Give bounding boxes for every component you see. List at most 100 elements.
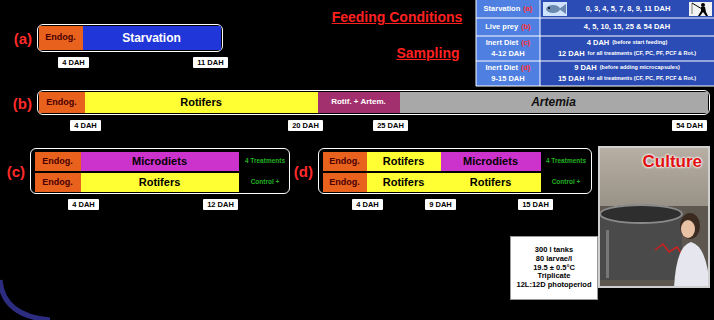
phase-bar: Rotif. + Artem. bbox=[318, 92, 400, 113]
sampling-tag: 4 DAH bbox=[68, 199, 99, 210]
node-text: 12 DAH bbox=[207, 201, 234, 209]
node-text: Artemia bbox=[531, 96, 576, 108]
photo-title: Culture bbox=[643, 152, 703, 172]
table-note: for all treatments (CF, PC, PF, PCF & Ro… bbox=[588, 51, 696, 57]
label-line: 4-12 DAH bbox=[476, 48, 540, 60]
node-text: 20 DAH bbox=[292, 122, 319, 130]
timeline-frame: (d)Endog.RotifersMicrodietsEndog.Rotifer… bbox=[318, 148, 592, 194]
table-cell: Inert Diet bbox=[486, 39, 519, 47]
table-cell: 9 DAH bbox=[574, 64, 597, 72]
node-text: 11 DAH bbox=[197, 59, 223, 67]
table-rule bbox=[476, 86, 714, 87]
label-line: Feeding Conditions bbox=[318, 7, 476, 27]
table-note: for all treatments (CF, PC, PF, PCF & Ro… bbox=[588, 76, 696, 82]
node-text: Rotif. + Artem. bbox=[331, 98, 386, 106]
node-text: 80 larvae/l bbox=[536, 255, 572, 264]
phase-bar: Endog. bbox=[323, 173, 367, 192]
label-line: 4 Treatments bbox=[541, 152, 591, 171]
node-text: 4 DAH bbox=[72, 201, 95, 209]
node-text: Endog. bbox=[45, 33, 76, 42]
table-cell: 12 DAH bbox=[558, 50, 585, 58]
person-face bbox=[681, 220, 695, 238]
table-cell: Live prey bbox=[485, 23, 518, 31]
table-cell: 4 DAH bbox=[587, 39, 610, 47]
sampling-tag: 4 DAH bbox=[58, 57, 89, 68]
table-cell: 9-15 DAH bbox=[491, 75, 524, 83]
treatment-note: 4 Treatments bbox=[546, 158, 586, 165]
icon-ground bbox=[543, 2, 567, 16]
section-heading: Sampling bbox=[396, 46, 459, 60]
sampling-tag: 15 DAH bbox=[518, 199, 553, 210]
node-text: Endog. bbox=[46, 98, 77, 107]
phase-bar: Endog. bbox=[323, 152, 367, 171]
table-cell: 0, 3, 4, 5, 7, 8, 9, 11 DAH bbox=[586, 5, 671, 13]
node-text: Endog. bbox=[42, 157, 73, 166]
node-text: Microdiets bbox=[463, 156, 518, 167]
treatment-note: Control + bbox=[251, 179, 280, 186]
label-line: 4 Treatments bbox=[241, 152, 289, 171]
phase-bar: Rotifers bbox=[441, 173, 541, 192]
section-heading: Feeding Conditions bbox=[332, 10, 463, 24]
culture-photo: Culture bbox=[598, 146, 710, 288]
node-text: Endog. bbox=[329, 178, 360, 187]
timeline-frame: (b)Endog.RotifersRotif. + Artem.Artemia bbox=[37, 90, 710, 115]
phase-bar: Endog. bbox=[35, 152, 81, 171]
phase-bar: Endog. bbox=[39, 26, 83, 50]
table-cell: (c) bbox=[521, 39, 530, 47]
node-text: 54 DAH bbox=[676, 122, 703, 130]
label-line: Sampling bbox=[380, 43, 476, 63]
node-text: 9 DAH bbox=[429, 201, 452, 209]
table-cell: Starvation bbox=[484, 5, 521, 13]
sampling-tag: 9 DAH bbox=[425, 199, 456, 210]
node-text: Rotifers bbox=[470, 177, 512, 188]
label-line: Control + bbox=[241, 173, 289, 192]
table-note: (before start feeding) bbox=[612, 40, 667, 46]
node-text: 4 DAH bbox=[356, 201, 379, 209]
phase-bar: Rotifers bbox=[367, 173, 441, 192]
table-cell: (a) bbox=[523, 5, 532, 13]
fisher-head bbox=[701, 3, 705, 7]
phase-bar: Microdiets bbox=[81, 152, 239, 171]
sampling-tag: 4 DAH bbox=[352, 199, 383, 210]
sampling-tag: 25 DAH bbox=[373, 120, 408, 131]
sampling-tag: 12 DAH bbox=[203, 199, 238, 210]
label-line: Live prey(b) bbox=[476, 18, 540, 36]
sampling-tag: 20 DAH bbox=[288, 120, 323, 131]
table-cell: Inert Diet bbox=[485, 64, 518, 72]
culture-info-box: 300 l tanks80 larvae/l19.5 ± 0.5°CTripli… bbox=[510, 236, 598, 300]
table-rule bbox=[476, 0, 477, 86]
phase-bar: Artemia bbox=[400, 92, 708, 113]
label-line: 9-15 DAH bbox=[476, 73, 540, 85]
node-text: Endog. bbox=[42, 178, 73, 187]
person-body bbox=[674, 242, 710, 288]
table-cell: (b) bbox=[521, 23, 531, 31]
node-text: 4 DAH bbox=[62, 59, 85, 67]
phase-bar: Rotifers bbox=[367, 152, 441, 171]
sampling-tag: 4 DAH bbox=[70, 120, 101, 131]
label-line: 12 DAHfor all treatments (CF, PC, PF, PC… bbox=[540, 48, 714, 60]
fishing-rod bbox=[692, 3, 702, 9]
label-line: Starvation(a) bbox=[476, 0, 540, 18]
panel-letter: (c) bbox=[7, 163, 25, 180]
node-text: 25 DAH bbox=[377, 122, 404, 130]
table-cell: (d) bbox=[521, 64, 531, 72]
fisher-body bbox=[698, 7, 708, 16]
node-text: 15 DAH bbox=[522, 201, 549, 209]
node-text: Microdiets bbox=[132, 156, 187, 167]
label-line: 4 DAH(before start feeding) bbox=[540, 37, 714, 49]
sampling-tag: 54 DAH bbox=[672, 120, 707, 131]
fishing-line bbox=[692, 3, 693, 14]
node-text: Rotifers bbox=[180, 97, 222, 108]
panel-letter: (d) bbox=[294, 163, 313, 180]
tank-rim bbox=[600, 205, 682, 223]
phase-bar: Microdiets bbox=[441, 152, 541, 171]
table-rule bbox=[476, 36, 714, 37]
fish-icon bbox=[546, 5, 560, 13]
person-hair bbox=[680, 213, 700, 239]
label-line: 0, 3, 4, 5, 7, 8, 9, 11 DAH bbox=[568, 0, 688, 18]
tank-pipe bbox=[606, 230, 609, 278]
photo-floor bbox=[598, 206, 710, 288]
table-column bbox=[476, 0, 540, 86]
sampling-tag: 11 DAH bbox=[193, 57, 228, 68]
label-line: 4, 5, 10, 15, 25 & 54 DAH bbox=[540, 18, 714, 36]
